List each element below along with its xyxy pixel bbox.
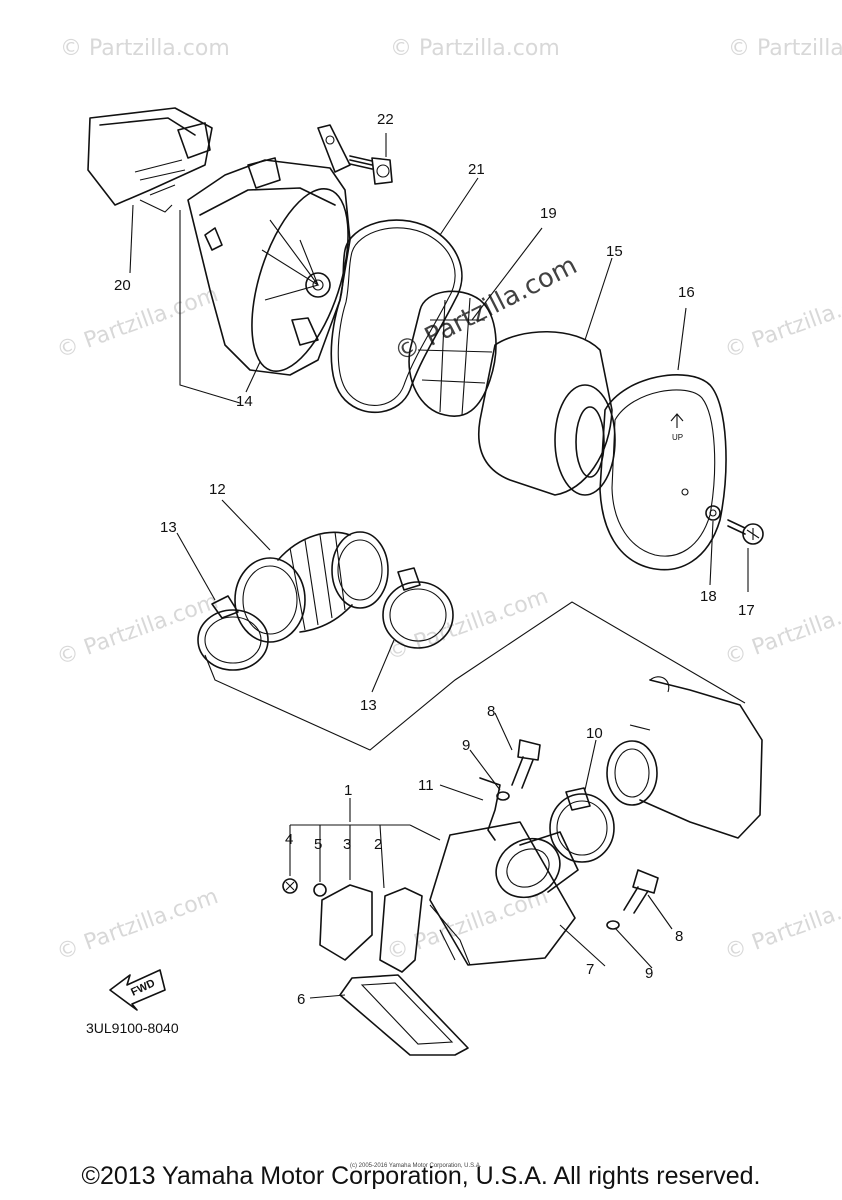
part-19-filter-frame bbox=[408, 290, 497, 417]
part-8-bolt bbox=[623, 869, 659, 914]
callout-3: 3 bbox=[343, 836, 351, 853]
callout-20: 20 bbox=[114, 277, 131, 294]
callout-19: 19 bbox=[540, 205, 557, 222]
callout-8: 8 bbox=[675, 928, 683, 945]
part-13-clamp bbox=[382, 567, 454, 649]
leader-lines bbox=[129, 133, 749, 999]
part-4-screw bbox=[282, 878, 298, 894]
part-10-clamp bbox=[549, 787, 615, 863]
part-14-air-box bbox=[187, 124, 351, 376]
callout-15: 15 bbox=[606, 243, 623, 260]
part-8-bolt bbox=[511, 739, 541, 789]
callout-13: 13 bbox=[160, 519, 177, 536]
watermark: © Partzilla.com bbox=[728, 36, 842, 61]
watermark: © Partzilla.com bbox=[722, 282, 842, 364]
diagram-code: 3UL9100-8040 bbox=[86, 1020, 179, 1036]
part-12-joint bbox=[234, 531, 389, 643]
part-9-washer bbox=[606, 920, 620, 930]
watermark: © Partzilla.com bbox=[54, 282, 222, 364]
callout-1: 1 bbox=[344, 782, 352, 799]
callout-10: 10 bbox=[586, 725, 603, 742]
callout-18: 18 bbox=[700, 588, 717, 605]
callout-6: 6 bbox=[297, 991, 305, 1008]
part-21-gasket bbox=[330, 219, 463, 414]
watermark-center: © Partzilla.com bbox=[390, 250, 582, 368]
part-18-grommet bbox=[705, 505, 721, 521]
part-7-manifold bbox=[429, 821, 579, 966]
watermark: © Partzilla.com bbox=[722, 884, 842, 966]
callout-21: 21 bbox=[468, 161, 485, 178]
copyright-notice: ©2013 Yamaha Motor Corporation, U.S.A. A… bbox=[81, 1162, 761, 1190]
part-11-clip bbox=[479, 777, 501, 841]
callout-9: 9 bbox=[645, 965, 653, 982]
callout-13: 13 bbox=[360, 697, 377, 714]
part-15-filter-element bbox=[478, 331, 616, 496]
carburetor-outline bbox=[606, 676, 763, 839]
callout-8: 8 bbox=[487, 703, 495, 720]
callout-7: 7 bbox=[586, 961, 594, 978]
part-6-gasket bbox=[339, 974, 469, 1056]
part-3-reed bbox=[319, 884, 373, 961]
part-13-clamp bbox=[197, 595, 269, 671]
part-20-intake-duct bbox=[87, 107, 213, 213]
watermark: © Partzilla.com bbox=[384, 884, 552, 966]
callout-4: 4 bbox=[285, 831, 293, 848]
fwd-arrow-icon: FWD bbox=[109, 969, 166, 1011]
watermark: © Partzilla.com bbox=[54, 884, 222, 966]
callout-9: 9 bbox=[462, 737, 470, 754]
watermark: © Partzilla.com bbox=[60, 36, 230, 61]
tiny-copyright: (c) 2005-2016 Yamaha Motor Corporation, … bbox=[350, 1163, 482, 1169]
part-2-reed-stopper bbox=[379, 887, 423, 973]
part-5-washer bbox=[313, 883, 327, 897]
callout-14: 14 bbox=[236, 393, 253, 410]
callout-2: 2 bbox=[374, 836, 382, 853]
callout-11: 11 bbox=[418, 777, 434, 794]
callout-16: 16 bbox=[678, 284, 695, 301]
callout-22: 22 bbox=[377, 111, 394, 128]
up-label: UP bbox=[672, 433, 683, 442]
part-22-screw bbox=[349, 155, 393, 185]
watermark: © Partzilla.com bbox=[384, 584, 552, 666]
watermark: © Partzilla.com bbox=[54, 589, 222, 671]
part-17-screw bbox=[727, 519, 764, 545]
callout-17: 17 bbox=[738, 602, 755, 619]
watermark: © Partzilla.com bbox=[390, 36, 560, 61]
part-16-airbox-cover: UP bbox=[599, 374, 727, 571]
callout-12: 12 bbox=[209, 481, 226, 498]
callout-5: 5 bbox=[314, 836, 322, 853]
